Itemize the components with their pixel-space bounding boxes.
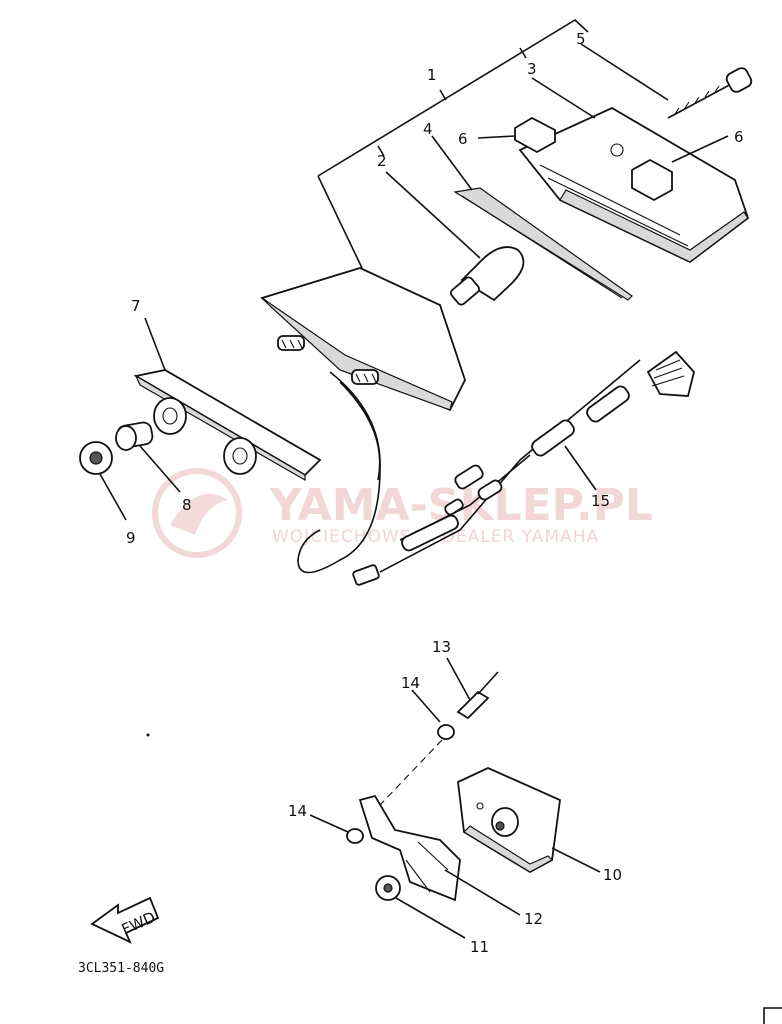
callout-6a: 6 [458,130,468,148]
part-2-bulb [385,171,525,306]
watermark-logo-mark-icon [170,493,228,535]
corner-mark [763,1007,782,1024]
part-8-collar [115,421,181,493]
part-4-gasket [431,135,633,301]
callout-9: 9 [126,529,136,547]
callout-8: 8 [182,496,192,514]
part-code: 3CL351-840G [78,961,164,976]
callout-labels: 1 2 3 4 5 6 6 7 8 9 10 11 12 13 14 14 15 [126,30,744,956]
callout-1: 1 [427,66,437,84]
callout-2: 2 [377,152,387,170]
callout-12: 12 [524,910,543,928]
stray-dot [146,733,150,737]
watermark-logo-icon [152,468,242,558]
callout-10: 10 [603,866,622,884]
callout-5: 5 [576,30,586,48]
tail-light-base [260,267,466,412]
callout-14b: 14 [288,802,307,820]
callout-7: 7 [131,297,141,315]
part-7-plate [133,317,322,482]
callout-6b: 6 [734,128,744,146]
part-15-harness [297,350,695,586]
part-9-grommet [79,441,127,521]
callout-4: 4 [423,120,433,138]
callout-13: 13 [432,638,451,656]
part-6-clips [477,116,729,202]
callout-11: 11 [470,938,489,956]
callout-3: 3 [527,60,537,78]
fwd-arrow-icon: FWD [90,896,160,944]
callout-14a: 14 [401,674,420,692]
license-light-assembly [309,657,601,939]
callout-15: 15 [591,492,610,510]
assembly-bracket [317,19,589,269]
part-5-screw [580,43,753,119]
